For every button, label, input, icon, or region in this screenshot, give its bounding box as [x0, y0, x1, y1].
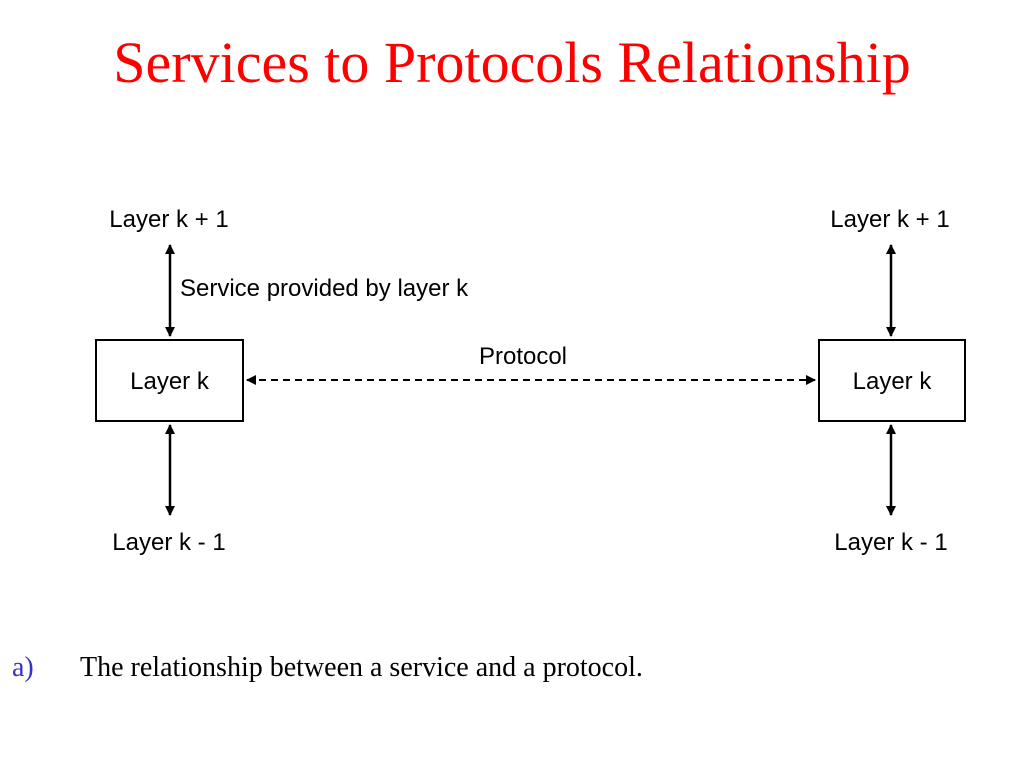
- caption-marker: a): [12, 652, 34, 683]
- protocol-label: Protocol: [479, 343, 567, 370]
- left-lower-layer-label: Layer k - 1: [112, 529, 225, 556]
- left-layer-k-label: Layer k: [130, 368, 210, 395]
- caption: a) The relationship between a service and…: [12, 648, 1012, 688]
- left-layer-k-box: [95, 339, 244, 422]
- service-label: Service provided by layer k: [180, 275, 469, 302]
- right-upper-layer-label: Layer k + 1: [830, 206, 949, 233]
- left-upper-layer-label: Layer k + 1: [109, 206, 228, 233]
- caption-text: The relationship between a service and a…: [80, 652, 643, 683]
- right-layer-k-label: Layer k: [853, 368, 933, 395]
- right-lower-layer-label: Layer k - 1: [834, 529, 947, 556]
- slide-title: Services to Protocols Relationship: [113, 30, 911, 95]
- right-layer-k-box: [818, 339, 966, 422]
